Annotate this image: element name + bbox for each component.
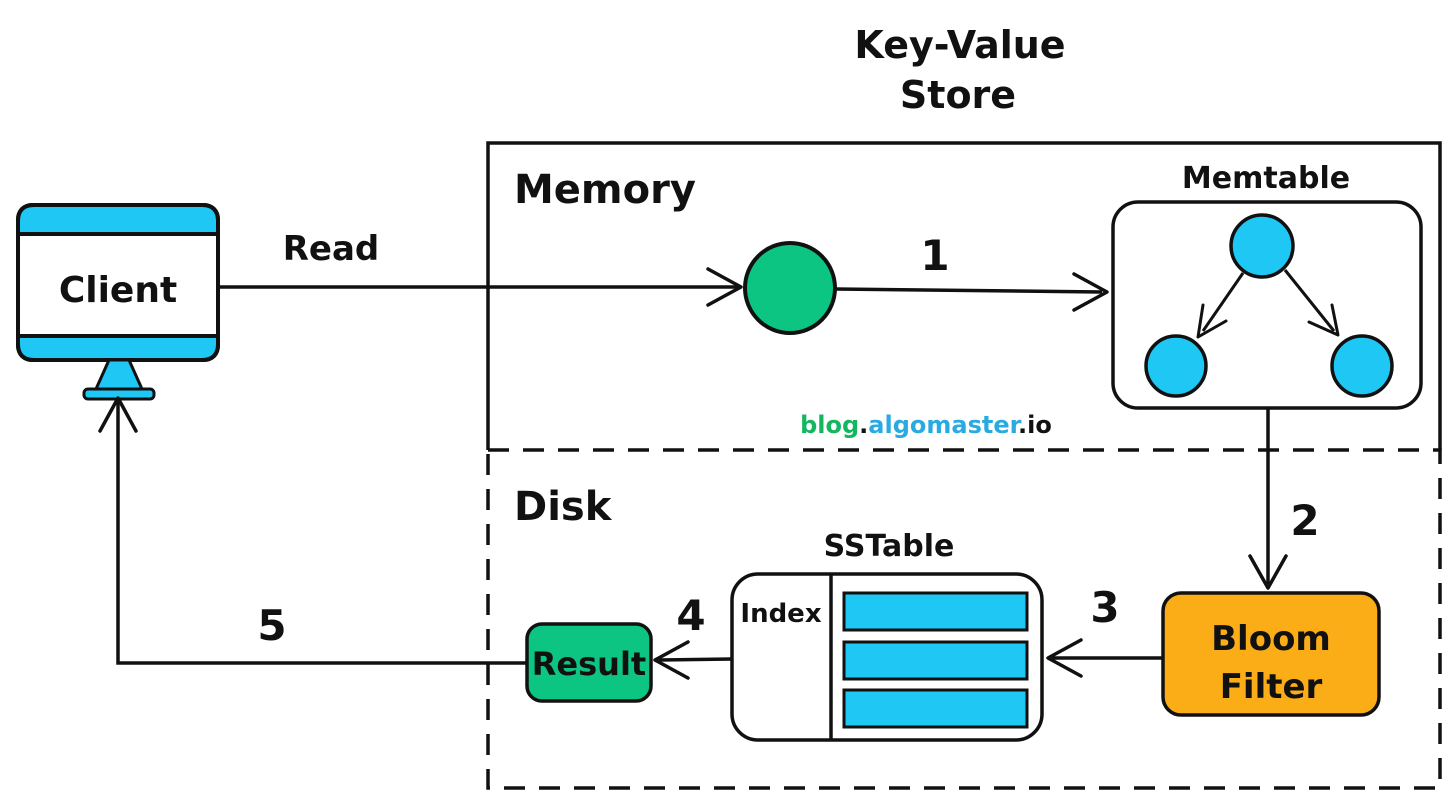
- memtable-right-circle: [1330, 334, 1394, 398]
- memtable-tree-left-arrow-head: [1196, 303, 1228, 339]
- memtable-left-circle: [1144, 334, 1208, 398]
- step4-arrow: 4: [653, 591, 733, 680]
- diagram-title-line2: Store: [900, 73, 1016, 117]
- result-node: Result: [525, 622, 653, 703]
- sstable-node: SSTable Index: [730, 529, 1044, 742]
- sstable-data-bar-2: [842, 640, 1029, 681]
- sstable-label: SSTable: [824, 529, 955, 564]
- step1-arrow-head: [1072, 272, 1109, 312]
- disk-section-box: [486, 448, 1442, 790]
- bloom-filter-label-line2: Filter: [1220, 667, 1323, 707]
- sstable-data-bar-3: [842, 688, 1029, 729]
- memtable-node: Memtable: [1111, 161, 1423, 410]
- memtable-tree-right-edge: [1283, 269, 1336, 332]
- watermark-blog: blog: [800, 411, 859, 439]
- step2-label: 2: [1290, 496, 1319, 545]
- read-arrow: Read: [218, 229, 743, 307]
- bloom-filter-box: [1161, 591, 1381, 717]
- step5-arrow-head: [98, 396, 138, 433]
- disk-section-label: Disk: [514, 484, 613, 530]
- client-label: Client: [59, 270, 177, 311]
- sstable-index-label: Index: [740, 599, 821, 629]
- step2-arrow: 2: [1248, 408, 1320, 590]
- bloom-filter-label-line1: Bloom: [1211, 619, 1331, 659]
- memtable-tree-right-arrow-head: [1307, 303, 1340, 337]
- step1-arrow-line: [834, 287, 1103, 294]
- watermark-dot2: .: [1018, 411, 1027, 439]
- step5-arrow-line: [116, 402, 527, 665]
- step1-label: 1: [920, 231, 949, 280]
- watermark-dot1: .: [859, 411, 868, 439]
- step3-arrow-head: [1046, 638, 1083, 678]
- step2-arrow-head: [1248, 554, 1288, 590]
- client-node: Client: [16, 203, 220, 401]
- watermark-io: io: [1027, 411, 1052, 439]
- memtable-root-circle: [1229, 213, 1295, 279]
- memory-section-label: Memory: [514, 167, 696, 213]
- client-monitor-top-bar: [16, 203, 220, 236]
- diagram-title-line1: Key-Value: [854, 23, 1065, 67]
- sstable-data-bar-1: [842, 591, 1029, 632]
- step4-arrow-line: [658, 657, 733, 662]
- client-monitor-stand: [94, 358, 144, 391]
- read-arrow-head: [706, 267, 743, 307]
- watermark: blog.algomaster.io: [800, 411, 1052, 439]
- step5-arrow: 5: [98, 396, 527, 665]
- memtable-label: Memtable: [1182, 161, 1350, 196]
- step3-label: 3: [1090, 583, 1119, 632]
- query-node-circle: [743, 241, 837, 335]
- read-arrow-label: Read: [283, 229, 380, 269]
- watermark-algomaster: algomaster: [868, 411, 1021, 439]
- step4-label: 4: [676, 591, 705, 640]
- client-monitor-bottom-bar: [16, 334, 220, 362]
- step5-label: 5: [257, 601, 286, 650]
- step1-arrow: 1: [834, 231, 1109, 312]
- step4-arrow-head: [653, 640, 690, 680]
- memtable-tree-left-edge: [1201, 272, 1245, 332]
- step3-arrow: 3: [1046, 583, 1163, 678]
- result-label: Result: [532, 645, 646, 683]
- bloom-filter-node: Bloom Filter: [1161, 591, 1381, 717]
- memory-section-box: [486, 141, 1442, 450]
